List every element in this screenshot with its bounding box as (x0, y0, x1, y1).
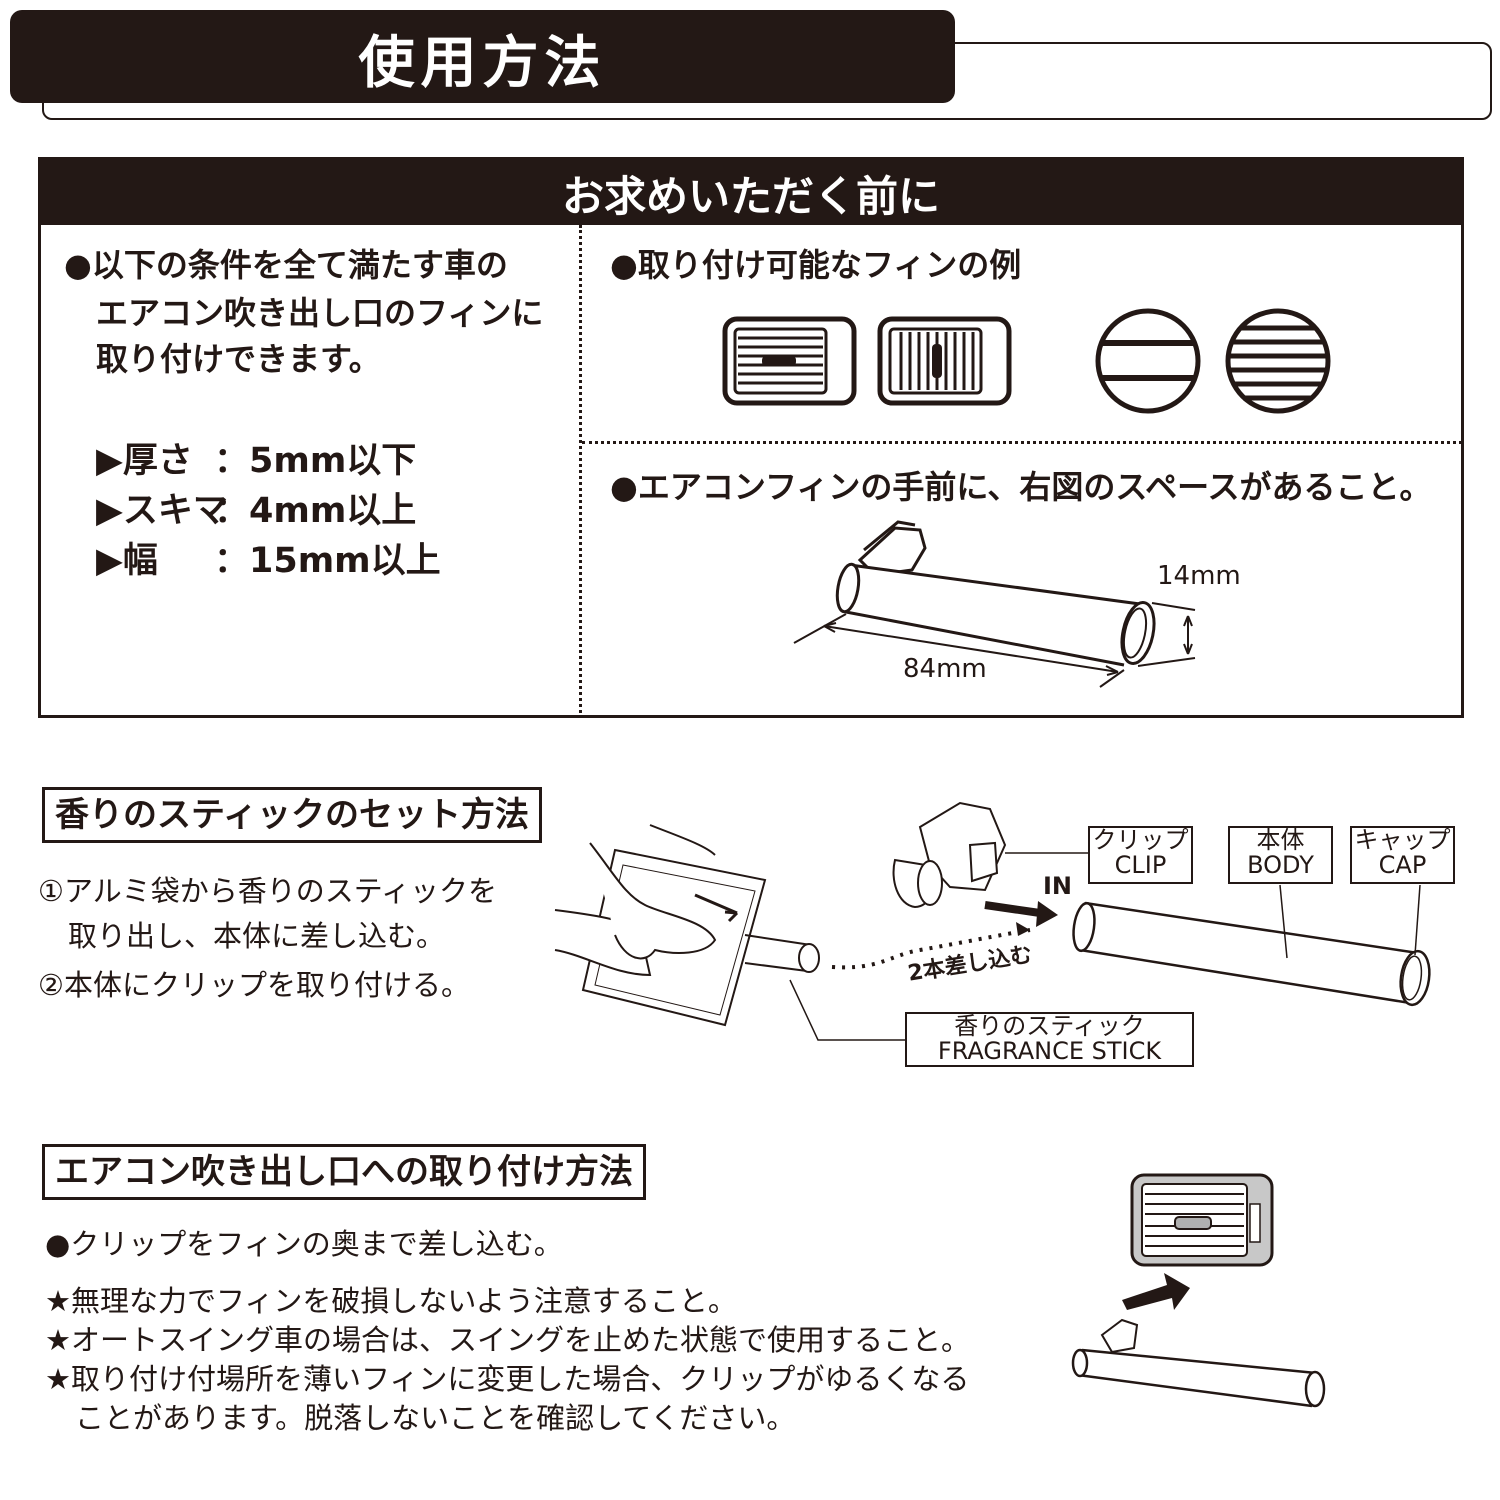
condition-line-1: ●以下の条件を全て満たす車の (64, 246, 508, 284)
vertical-divider (579, 225, 582, 713)
caution-1: ★無理な力でフィンを破損しないよう注意すること。 (45, 1284, 737, 1318)
caution-3-line-1: ★取り付け付場所を薄いフィンに変更した場合、クリップがゆるくなる (45, 1362, 970, 1396)
stick-set-heading: 香りのスティックのセット方法 (42, 787, 542, 843)
cap-label-en: CAP (1378, 851, 1427, 879)
mount-heading: エアコン吹き出し口への取り付け方法 (42, 1144, 646, 1200)
clip-label-jp: クリップ (1092, 826, 1189, 854)
in-label: IN (1043, 872, 1073, 900)
cap-callout: キャップ CAP (1350, 826, 1455, 884)
step-1-line-1: ①アルミ袋から香りのスティックを (38, 874, 497, 908)
body-label-jp: 本体 (1256, 826, 1305, 854)
spec-list: ▶厚さ ：5mm以下 ▶スキマ：4mm以上 ▶幅 ：15mm以上 (96, 432, 441, 582)
requirements-heading: お求めいただく前に (561, 172, 940, 221)
fin-round-wide-icon (1095, 308, 1201, 414)
dimension-length: 84mm (903, 654, 987, 684)
spec-label: ▶幅 (96, 541, 158, 581)
fin-rect-horizontal-icon (722, 316, 857, 406)
spec-value: ：4mm以上 (214, 491, 417, 531)
fin-round-narrow-icon (1225, 308, 1331, 414)
mounting-illustration (1071, 1173, 1326, 1408)
hand-pouch-illustration (554, 824, 820, 1027)
stick-label-jp: 香りのスティック (954, 1012, 1145, 1040)
stick-label-en: FRAGRANCE STICK (937, 1037, 1162, 1065)
clip-callout: クリップ CLIP (1088, 826, 1193, 884)
body-label-en: BODY (1247, 851, 1314, 879)
condition-line-3: 取り付けできます。 (96, 340, 381, 378)
spec-label: ▶厚さ (96, 441, 193, 481)
spec-value: ：15mm以上 (214, 541, 441, 581)
step-2: ②本体にクリップを取り付ける。 (38, 968, 470, 1002)
mount-instruction: ●クリップをフィンの奥まで差し込む。 (45, 1227, 563, 1261)
step-1-line-2: 取り出し、本体に差し込む。 (68, 919, 446, 953)
horizontal-divider (582, 441, 1462, 444)
page-title: 使用方法 (358, 31, 607, 96)
title-banner (10, 10, 955, 103)
caution-2: ★オートスイング車の場合は、スイングを止めた状態で使用すること。 (45, 1323, 970, 1357)
cap-label-jp: キャップ (1354, 826, 1451, 854)
assembly-illustration (789, 801, 1431, 1041)
fragrance-stick-callout: 香りのスティック FRAGRANCE STICK (905, 1012, 1194, 1067)
fin-rect-vertical-icon (877, 316, 1012, 406)
product-dimension-drawing (793, 520, 1196, 688)
body-callout: 本体 BODY (1228, 826, 1333, 884)
requirements-heading-bar (38, 157, 1464, 225)
spec-gap: ▶スキマ：4mm以上 (96, 482, 441, 532)
dimension-height: 14mm (1157, 561, 1241, 591)
fin-examples-label: ●取り付け可能なフィンの例 (610, 246, 1022, 284)
caution-3-line-2: ことがあります。脱落しないことを確認してください。 (75, 1401, 796, 1435)
spec-thickness: ▶厚さ ：5mm以下 (96, 432, 441, 482)
space-requirement: ●エアコンフィンの手前に、右図のスペースがあること。 (610, 468, 1432, 506)
spec-value: ：5mm以下 (214, 441, 417, 481)
condition-line-2: エアコン吹き出し口のフィンに (96, 294, 544, 332)
spec-label: ▶スキマ (96, 491, 228, 531)
clip-label-en: CLIP (1114, 851, 1167, 879)
spec-width: ▶幅 ：15mm以上 (96, 532, 441, 582)
